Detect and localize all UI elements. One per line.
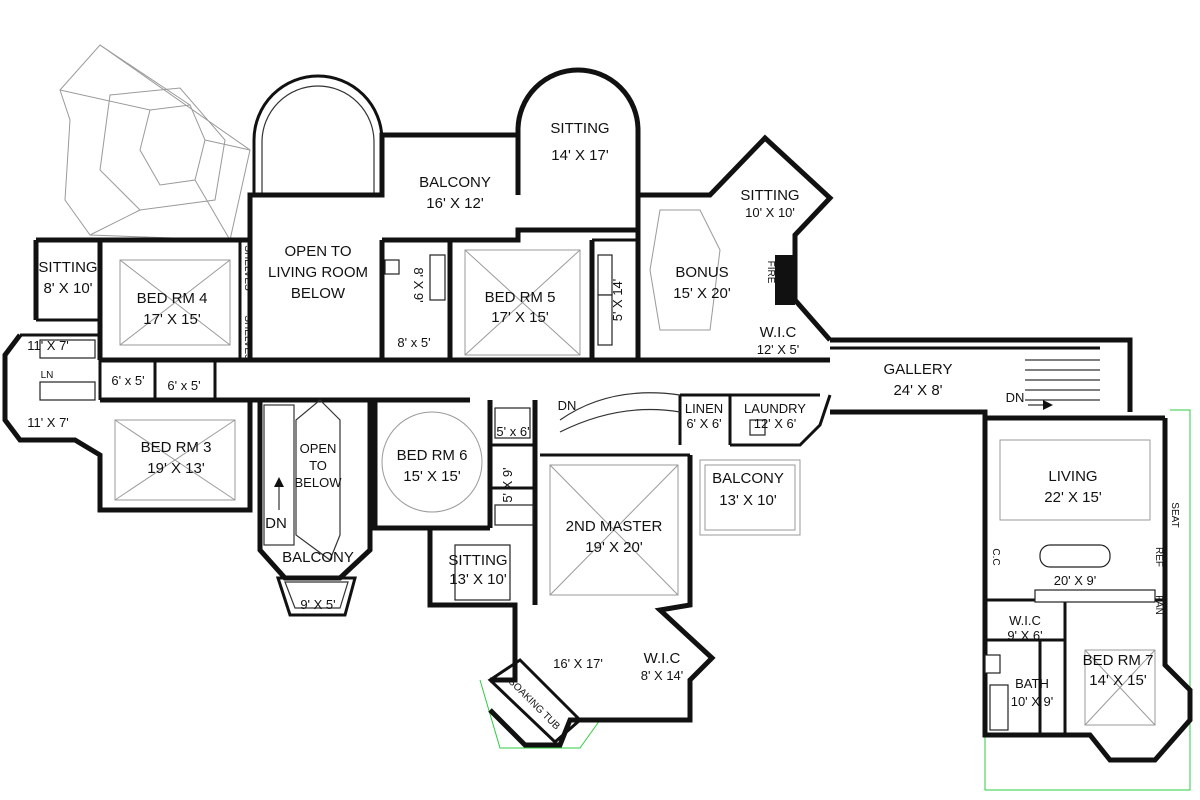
closet-a-size: 6' x 5' xyxy=(111,373,144,388)
mid-balcony xyxy=(699,459,801,536)
bath-bed7-size: 10' X 9' xyxy=(1011,694,1054,709)
ln-label: LN xyxy=(41,370,54,381)
dn-right-label: DN xyxy=(1006,390,1025,405)
bed5-size: 17' X 15' xyxy=(491,309,549,326)
sitting-top-name: SITTING xyxy=(550,120,609,137)
sitting-master-size: 13' X 10' xyxy=(449,571,507,588)
wic-bonus-name: W.I.C xyxy=(760,324,797,341)
master-bath-size: 16' X 17' xyxy=(553,656,603,671)
round-sitting-room xyxy=(515,67,641,230)
kitchenette-size: 20' X 9' xyxy=(1054,573,1097,588)
sitting-master-name: SITTING xyxy=(448,552,507,569)
bed6-size: 15' X 15' xyxy=(403,468,461,485)
master2-size: 19' X 20' xyxy=(585,539,643,556)
dn-mid-label: DN xyxy=(558,398,577,413)
sitting-nw-name: SITTING xyxy=(38,259,97,276)
balcony-mid-name: BALCONY xyxy=(712,470,784,487)
bonus-name: BONUS xyxy=(675,264,728,281)
fire-label: FIRE xyxy=(765,261,776,284)
sitting-ne-name: SITTING xyxy=(740,187,799,204)
roof-outline xyxy=(59,44,251,241)
closet-c-size: 5' x 6' xyxy=(496,424,529,439)
master2-name: 2ND MASTER xyxy=(566,518,663,535)
bed3-size: 19' X 13' xyxy=(147,460,205,477)
bed5-name: BED RM 5 xyxy=(485,289,556,306)
open-living-line3: BELOW xyxy=(291,285,346,302)
balcony-top-name: BALCONY xyxy=(419,174,491,191)
bed3-name: BED RM 3 xyxy=(141,439,212,456)
open-below-line3: BELOW xyxy=(295,475,343,490)
ceiling-details xyxy=(114,209,1156,726)
sitting-nw-size: 8' X 10' xyxy=(43,280,92,297)
bath-b-size: 8' X 9' xyxy=(411,267,426,302)
stair-arrows xyxy=(274,400,1053,510)
stair-balcony-bay xyxy=(275,576,357,617)
bath-a-size-top: 11' X 7' xyxy=(27,338,69,353)
walls xyxy=(2,132,1193,763)
sitting-ne-size: 10' X 10' xyxy=(745,205,795,220)
small-labels: DN DN DN SHELVES SHELVES FIRE LN SEAT RE… xyxy=(41,245,1180,615)
ref-label: REF xyxy=(1153,547,1164,567)
living-name: LIVING xyxy=(1048,468,1097,485)
sitting-top-size: 14' X 17' xyxy=(551,147,609,164)
closet-b-size: 6' x 5' xyxy=(167,378,200,393)
staircase xyxy=(263,359,1100,561)
bed4-size: 17' X 15' xyxy=(143,311,201,328)
balcony-small-size: 9' X 5' xyxy=(300,597,335,612)
bath-c-size: 5' X 9' xyxy=(500,467,515,502)
open-below-line2: TO xyxy=(309,458,327,473)
linen-name: LINEN xyxy=(685,401,723,416)
arched-balcony xyxy=(252,74,384,195)
wic-bonus-size: 12' X 5' xyxy=(757,342,800,357)
cc-label: C.C xyxy=(990,548,1001,565)
bonus-size: 15' X 20' xyxy=(673,285,731,302)
pan-label: PAN xyxy=(1153,595,1164,615)
wic-master-size: 8' X 14' xyxy=(641,668,684,683)
fixtures xyxy=(39,254,1156,731)
bed7-size: 14' X 15' xyxy=(1089,672,1147,689)
dn-left-label: DN xyxy=(265,515,287,532)
closet-d-size: 8' x 5' xyxy=(397,335,430,350)
gallery-size: 24' X 8' xyxy=(893,382,942,399)
balcony-mid-size: 13' X 10' xyxy=(719,492,777,509)
shelves-top-label: SHELVES xyxy=(242,245,253,291)
open-below-line1: OPEN xyxy=(300,441,337,456)
laundry-size: 12' X 6' xyxy=(754,416,797,431)
gallery-name: GALLERY xyxy=(884,361,953,378)
soaking-tub xyxy=(487,658,583,745)
laundry-name: LAUNDRY xyxy=(744,401,806,416)
bed7-name: BED RM 7 xyxy=(1083,652,1154,669)
balcony-top-size: 16' X 12' xyxy=(426,195,484,212)
open-living-line1: OPEN TO xyxy=(285,243,352,260)
bath-a-size-bot: 11' X 7' xyxy=(27,415,69,430)
bed4-name: BED RM 4 xyxy=(137,290,208,307)
living-size: 22' X 15' xyxy=(1044,489,1102,506)
seat-label: SEAT xyxy=(1169,502,1180,527)
wic-master-name: W.I.C xyxy=(644,650,681,667)
wic-bed7-name: W.I.C xyxy=(1009,613,1041,628)
wic-bed7-size: 9' X 6' xyxy=(1007,628,1042,643)
bath-bed7-name: BATH xyxy=(1015,676,1049,691)
shelves-bot-label: SHELVES xyxy=(242,315,253,361)
open-living-line2: LIVING ROOM xyxy=(268,264,368,281)
balcony-stair-name: BALCONY xyxy=(282,549,354,566)
bed6-name: BED RM 6 xyxy=(397,447,468,464)
bath-d-size: 5' X 14' xyxy=(610,279,625,322)
linen-size: 6' X 6' xyxy=(686,416,721,431)
